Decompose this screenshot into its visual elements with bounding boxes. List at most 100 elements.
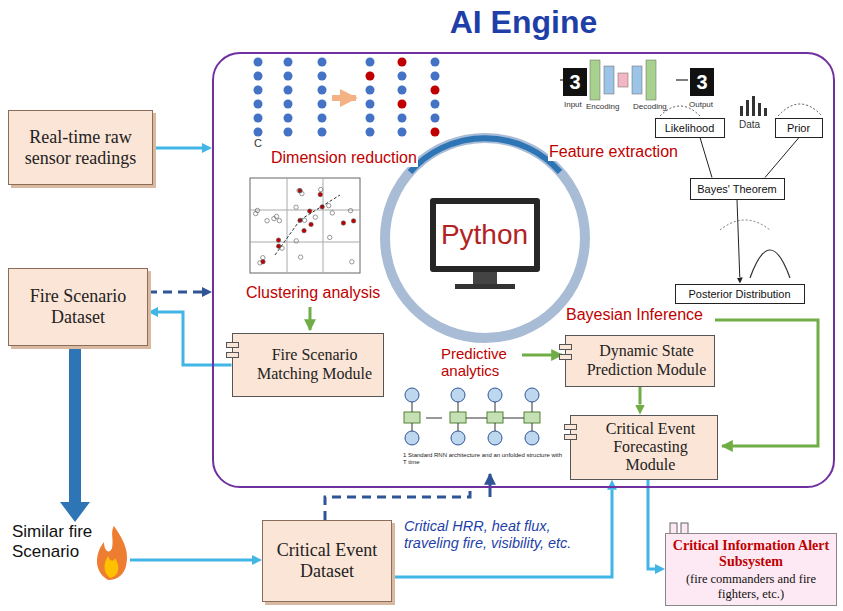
component-icon xyxy=(559,344,572,350)
figure-rect xyxy=(618,73,628,87)
monitor-stand xyxy=(473,272,497,284)
feed-arrow xyxy=(489,474,492,497)
component-icon xyxy=(226,342,239,348)
node-title: Fire Scenario Matching Module xyxy=(253,346,377,383)
flow-arrow xyxy=(715,320,818,446)
connector xyxy=(639,387,642,405)
data-dot xyxy=(284,100,293,109)
connector xyxy=(700,138,712,178)
figure-path xyxy=(97,526,127,580)
monitor-screen: Python xyxy=(430,198,540,272)
method-label: Bayesian Inference xyxy=(565,306,704,324)
figure-circle xyxy=(351,219,355,223)
node-title: Dynamic State Prediction Module xyxy=(586,342,708,379)
data-dot xyxy=(366,114,375,123)
figure-label: Encoding xyxy=(585,102,620,111)
data-dot xyxy=(431,58,440,67)
bayes-box: Prior xyxy=(775,118,823,138)
figure-circle xyxy=(318,192,322,196)
data-dot xyxy=(431,100,440,109)
figure-circle xyxy=(405,388,419,402)
data-dot xyxy=(398,100,407,109)
data-dot xyxy=(318,128,327,137)
figure-rect xyxy=(632,66,642,94)
data-dot xyxy=(366,58,375,67)
connector xyxy=(148,291,202,294)
figure-circle xyxy=(451,431,465,445)
data-dot xyxy=(398,86,407,95)
figure-circle xyxy=(525,388,539,402)
engine-frame: AI EnginePythonLikelihoodPriorBayes' The… xyxy=(212,52,835,488)
connector xyxy=(69,346,81,502)
data-dot xyxy=(318,114,327,123)
figure-label: Input xyxy=(563,100,583,109)
data-dot xyxy=(318,86,327,95)
figure-circle xyxy=(302,218,306,222)
node-title: Python xyxy=(441,219,528,251)
figure-circle xyxy=(350,260,354,264)
data-dot xyxy=(254,58,263,67)
figure-circle xyxy=(261,260,265,264)
bayes-box: Likelihood xyxy=(655,118,725,138)
connector xyxy=(648,480,655,569)
figure-label: 3 xyxy=(690,68,714,96)
figure-circle xyxy=(330,211,334,215)
data-dot xyxy=(366,86,375,95)
data-dot xyxy=(366,72,375,81)
figure-line xyxy=(323,178,324,273)
figure-line xyxy=(532,402,533,412)
figure-circle xyxy=(313,215,317,219)
figure-circle xyxy=(254,211,258,215)
figure-rect xyxy=(646,60,656,100)
node-title: Similar fire Scenario xyxy=(12,522,100,563)
figure-circle xyxy=(277,218,281,222)
figure-line xyxy=(412,402,413,412)
figure-circle xyxy=(276,244,280,248)
method-label: Feature extraction xyxy=(548,143,679,161)
component-icon xyxy=(564,434,577,440)
figure-line xyxy=(412,423,413,431)
figure-circle xyxy=(298,255,302,259)
data-dot xyxy=(284,58,293,67)
figure-label: C xyxy=(253,137,263,150)
connector xyxy=(130,559,252,562)
python-ring xyxy=(385,138,585,338)
figure-line xyxy=(275,220,300,255)
bayes-box: Posterior Distribution xyxy=(675,284,805,304)
data-dot xyxy=(284,86,293,95)
figure-circle xyxy=(525,431,539,445)
rnn-figure xyxy=(404,388,540,445)
node-title: Fire Scenario Dataset xyxy=(15,286,141,327)
data-dot xyxy=(366,128,375,137)
data-dot xyxy=(254,114,263,123)
figure-rect xyxy=(524,412,540,423)
figure-circle xyxy=(348,208,352,212)
figure-circle xyxy=(300,191,304,195)
figure-circle xyxy=(488,431,502,445)
figure-line xyxy=(300,195,340,220)
figure-circle xyxy=(319,187,323,191)
figure-rect xyxy=(604,66,614,94)
figure-line xyxy=(532,423,533,431)
node-title: Likelihood xyxy=(665,122,715,134)
data-dot xyxy=(254,128,263,137)
figure-line xyxy=(250,242,360,243)
connector xyxy=(737,200,740,278)
figure-rect xyxy=(590,60,600,100)
module-box: Fire Scenario Matching Module xyxy=(232,333,384,397)
monitor-base xyxy=(455,284,515,289)
figure-circle xyxy=(294,205,298,209)
data-dot xyxy=(431,128,440,137)
node-title: Critical Information Alert Subsystem xyxy=(672,538,830,570)
flame-icon xyxy=(97,526,127,580)
figure-line xyxy=(466,418,487,419)
data-dot xyxy=(254,86,263,95)
figure-circle xyxy=(276,238,280,242)
connector xyxy=(153,147,202,150)
figure-rect xyxy=(487,412,503,423)
figure-line xyxy=(426,418,442,419)
figure-line xyxy=(250,210,360,211)
data-dot xyxy=(431,86,440,95)
figure-circle xyxy=(309,222,313,226)
figure-circle xyxy=(341,221,345,225)
